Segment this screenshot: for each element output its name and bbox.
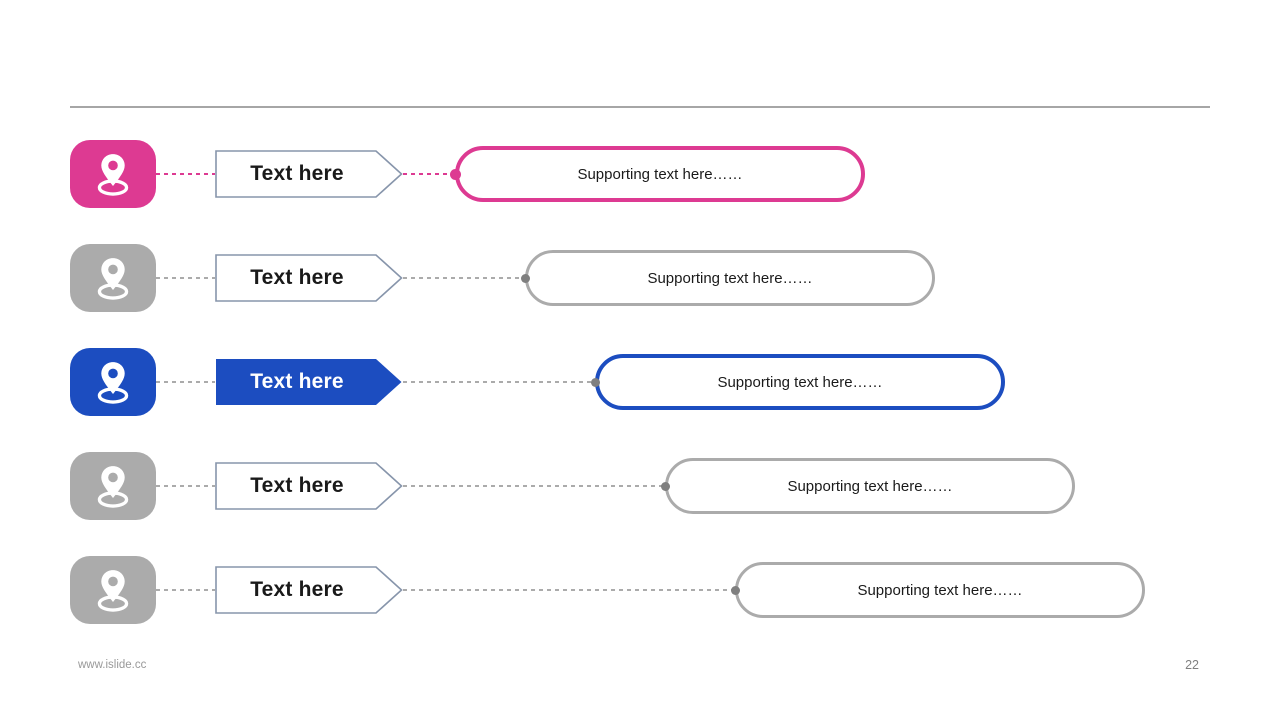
location-pin-icon xyxy=(70,244,156,312)
connector-dashed-line xyxy=(156,381,215,383)
location-pin-icon xyxy=(70,348,156,416)
supporting-text: Supporting text here…… xyxy=(717,373,883,391)
connector-dashed-line xyxy=(156,277,215,279)
location-pin-glyph xyxy=(97,154,129,196)
label-arrow-shape: Text here xyxy=(215,254,403,302)
timeline-row-4: Text here Supporting text here…… xyxy=(0,452,1280,520)
connector-dashed-line xyxy=(156,173,215,175)
supporting-text-capsule: Supporting text here…… xyxy=(455,146,865,202)
label-arrow-shape: Text here xyxy=(215,150,403,198)
connector-dashed-line xyxy=(156,589,215,591)
location-pin-glyph xyxy=(97,362,129,404)
location-pin-icon xyxy=(70,556,156,624)
label-arrow-shape: Text here xyxy=(215,462,403,510)
connector-dot xyxy=(449,168,461,180)
row-label: Text here xyxy=(250,370,344,393)
connector-dot xyxy=(660,481,670,491)
connector-dashed-line xyxy=(156,485,215,487)
connector-dashed-line xyxy=(403,381,595,383)
supporting-text: Supporting text here…… xyxy=(577,165,743,183)
location-pin-glyph xyxy=(97,258,129,300)
label-arrow-shape: Text here xyxy=(215,358,403,406)
location-pin-icon xyxy=(70,452,156,520)
page-number: 22 xyxy=(1185,658,1199,672)
supporting-text-capsule: Supporting text here…… xyxy=(595,354,1005,410)
row-label: Text here xyxy=(250,474,344,497)
connector-dashed-line xyxy=(403,277,525,279)
connector-dot xyxy=(520,273,530,283)
location-pin-icon xyxy=(70,140,156,208)
timeline-row-1: Text here Supporting text here…… xyxy=(0,140,1280,208)
footer-website: www.islide.cc xyxy=(78,659,147,671)
location-pin-glyph xyxy=(97,570,129,612)
row-label: Text here xyxy=(250,266,344,289)
connector-dashed-line xyxy=(403,173,455,175)
connector-dashed-line xyxy=(403,485,665,487)
supporting-text: Supporting text here…… xyxy=(787,477,953,495)
connector-dot xyxy=(590,377,600,387)
supporting-text-capsule: Supporting text here…… xyxy=(665,458,1075,514)
connector-dot xyxy=(730,585,740,595)
timeline-row-2: Text here Supporting text here…… xyxy=(0,244,1280,312)
supporting-text-capsule: Supporting text here…… xyxy=(525,250,935,306)
connector-dashed-line xyxy=(403,589,735,591)
supporting-text-capsule: Supporting text here…… xyxy=(735,562,1145,618)
label-arrow-shape: Text here xyxy=(215,566,403,614)
location-pin-glyph xyxy=(97,466,129,508)
row-label: Text here xyxy=(250,578,344,601)
title-divider-line xyxy=(70,106,1210,108)
timeline-row-5: Text here Supporting text here…… xyxy=(0,556,1280,624)
row-label: Text here xyxy=(250,162,344,185)
supporting-text: Supporting text here…… xyxy=(857,581,1023,599)
timeline-row-3: Text here Supporting text here…… xyxy=(0,348,1280,416)
supporting-text: Supporting text here…… xyxy=(647,269,813,287)
